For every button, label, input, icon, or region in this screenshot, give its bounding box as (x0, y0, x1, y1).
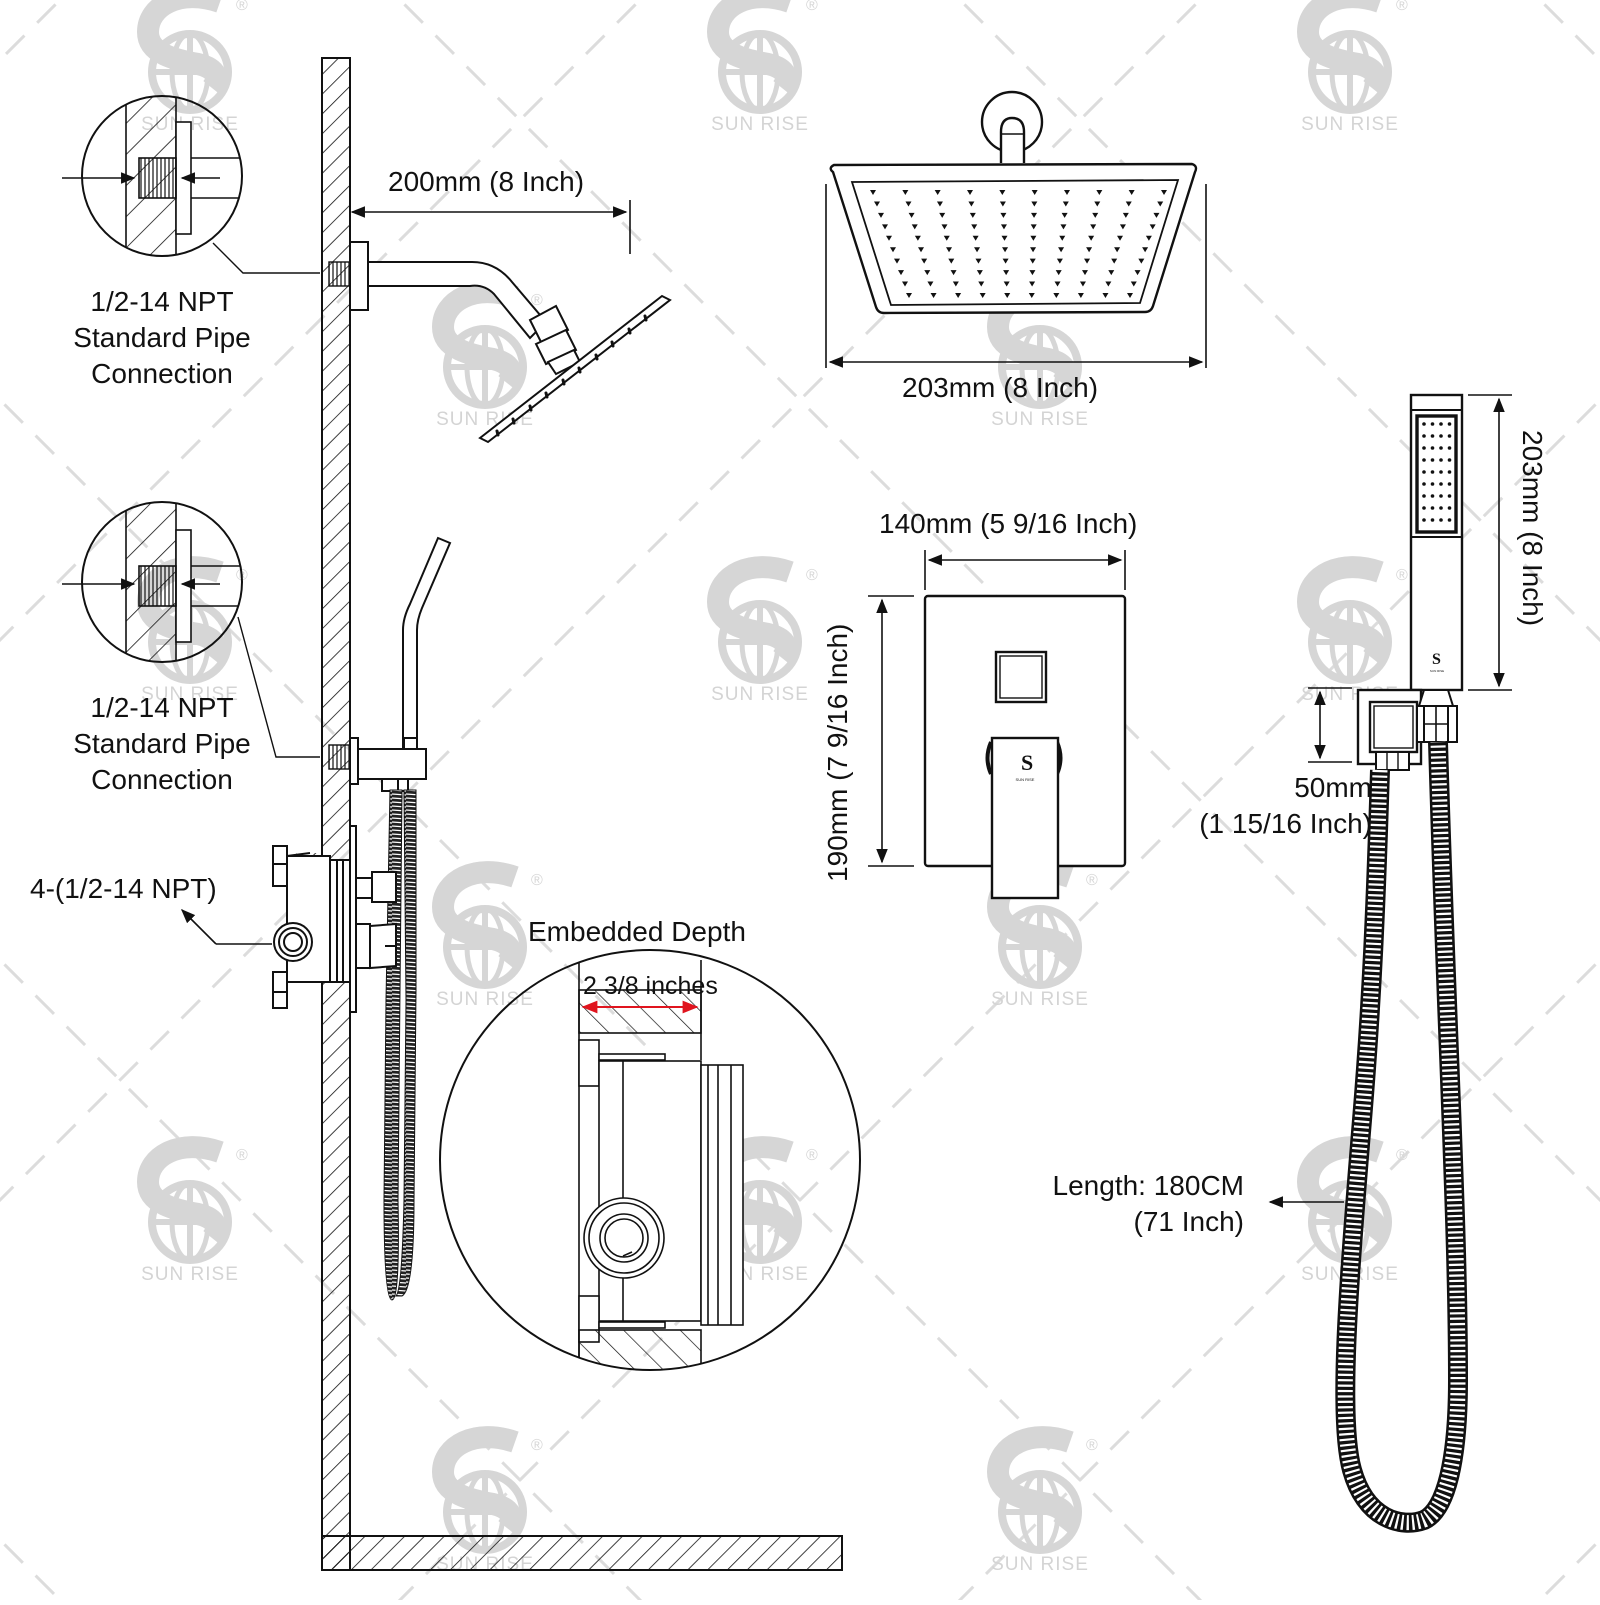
hose-length-label: Length: 180CM (71 Inch) (1000, 1168, 1244, 1240)
top-npt-line1: 1/2-14 NPT (90, 286, 234, 317)
top-npt-line2: Standard Pipe (73, 322, 251, 353)
hose-side-view (383, 789, 417, 1301)
trim-plate-dimensions (868, 550, 1126, 867)
shower-arm-dimension (350, 200, 631, 254)
holder-dimension-line1: 50mm (1294, 772, 1372, 803)
valve-body-side-view (272, 825, 397, 1013)
middle-connection-detail (62, 501, 320, 758)
sunrise-watermark-icon: SUN RISE (991, 872, 1098, 1010)
svg-text:SUN RISE: SUN RISE (1016, 777, 1035, 782)
hand-shower-logo-icon: S (1432, 651, 1441, 668)
svg-text:SUN RISE: SUN RISE (991, 1554, 1089, 1575)
middle-npt-line1: 1/2-14 NPT (90, 692, 234, 723)
trim-logo-icon: S (1021, 750, 1033, 775)
svg-text:SUN RISE: SUN RISE (141, 684, 239, 705)
embedded-depth-detail (439, 949, 861, 1371)
sunrise-watermark-icon: SUN RISE (1301, 567, 1408, 705)
top-npt-line3: Connection (91, 358, 233, 389)
svg-text:SUN RISE: SUN RISE (711, 684, 809, 705)
hand-shower-front-view: S SUN RISE (1356, 393, 1464, 771)
svg-text:SUN RISE: SUN RISE (1430, 669, 1444, 673)
hand-shower-side-view (328, 536, 452, 792)
trim-height-label: 190mm (7 9/16 Inch) (822, 623, 853, 882)
top-npt-callout: 1/2-14 NPT Standard Pipe Connection (52, 284, 272, 392)
sunrise-watermark-icon: SUN RISE (991, 292, 1098, 430)
sunrise-watermark-icon: SUN RISE (1301, 0, 1408, 135)
sunrise-watermark-icon: SUN RISE (141, 567, 248, 705)
svg-text:SUN RISE: SUN RISE (436, 989, 534, 1010)
embedded-depth-title: Embedded Depth (528, 916, 746, 947)
middle-npt-line3: Connection (91, 764, 233, 795)
rain-head-width-label: 203mm (8 Inch) (902, 372, 1099, 403)
shower-arm-dimension-label: 200mm (8 Inch) (388, 166, 585, 197)
middle-npt-line2: Standard Pipe (73, 728, 251, 759)
top-connection-detail (62, 95, 320, 274)
sunrise-watermark-icon: SUN RISE (141, 1147, 248, 1285)
hand-shower-height-label: 203mm (8 Inch) (1517, 430, 1548, 627)
holder-dimension-label: 50mm (1 15/16 Inch) (1140, 770, 1372, 842)
sunrise-watermark-icon: SUN RISE (711, 567, 818, 705)
wall-section (321, 57, 843, 1571)
rain-head-front-view (829, 90, 1198, 315)
hose-front-view (1335, 741, 1469, 1533)
svg-text:SUN RISE: SUN RISE (141, 1264, 239, 1285)
svg-text:SUN RISE: SUN RISE (991, 409, 1089, 430)
sunrise-watermark-icon: SUN RISE (991, 1437, 1098, 1575)
hose-length-line2: (71 Inch) (1133, 1206, 1245, 1237)
embedded-depth-dimension: 2 3/8 inches (583, 972, 718, 1000)
trim-plate-front-view: S SUN RISE (923, 594, 1127, 900)
hose-length-line1: Length: 180CM (1052, 1170, 1244, 1201)
svg-text:SUN RISE: SUN RISE (711, 114, 809, 135)
svg-text:SUN RISE: SUN RISE (991, 989, 1089, 1010)
sunrise-watermark-icon: SUN RISE (711, 0, 818, 135)
trim-width-label: 140mm (5 9/16 Inch) (879, 508, 1138, 539)
rain-head-dimension (825, 184, 1207, 368)
svg-text:SUN RISE: SUN RISE (1301, 114, 1399, 135)
hand-shower-dimensions (1308, 394, 1512, 763)
valve-npt-callout: 4-(1/2-14 NPT) (30, 873, 217, 904)
shower-arm-side-view (328, 241, 672, 444)
holder-dimension-line2: (1 15/16 Inch) (1199, 808, 1372, 839)
middle-npt-callout: 1/2-14 NPT Standard Pipe Connection (52, 690, 272, 798)
